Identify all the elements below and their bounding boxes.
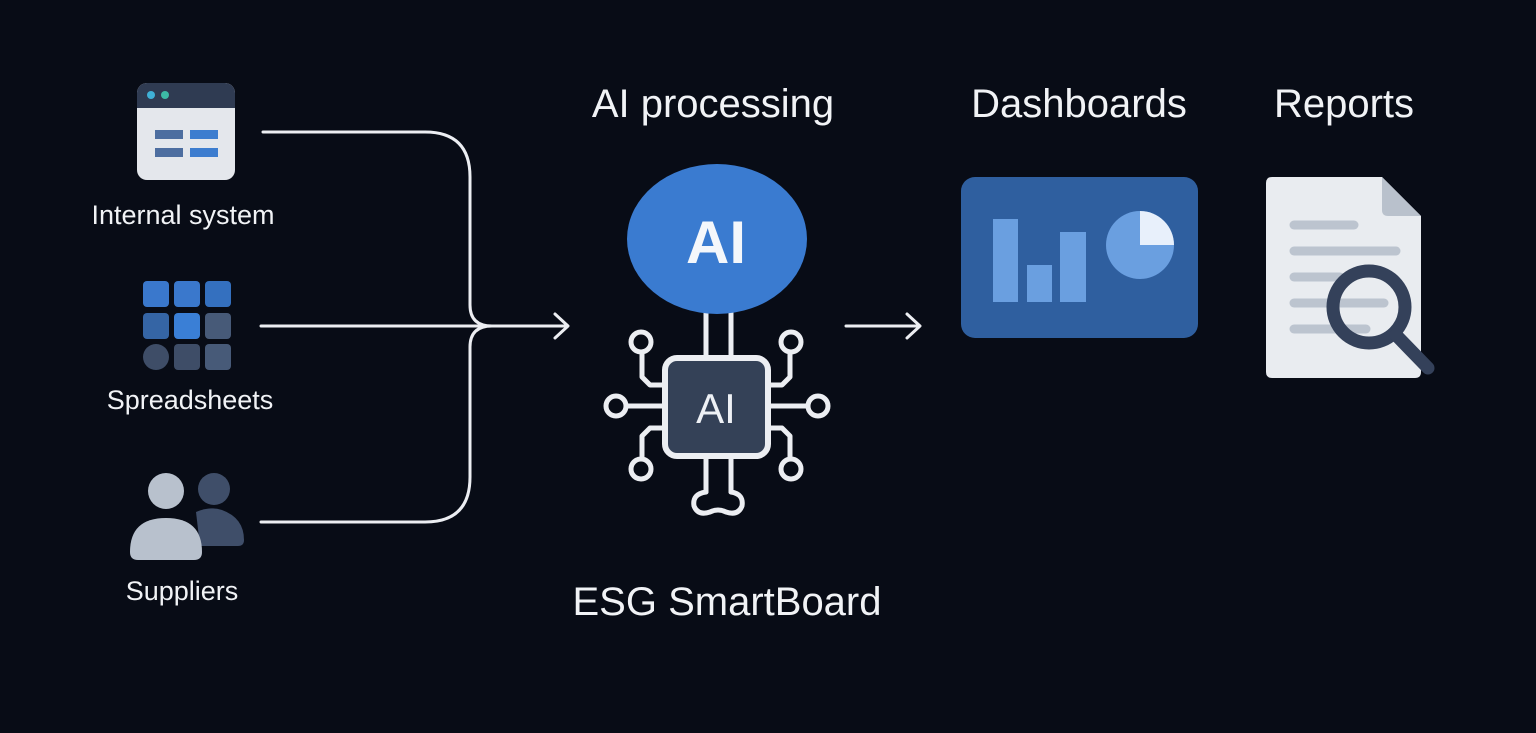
ai-badge <box>627 164 807 314</box>
connector-internal-system <box>261 130 494 328</box>
ai-chip-text: AI <box>696 385 736 432</box>
dashboard-pie-slice <box>1140 211 1174 245</box>
arrowhead-to-outputs <box>905 312 922 340</box>
source-label: Spreadsheets <box>106 385 274 415</box>
dashboard-bar-1 <box>993 219 1018 302</box>
ai-processing-caption: ESG SmartBoard <box>572 580 882 624</box>
source-label: Suppliers <box>125 576 239 606</box>
source-label: Internal system <box>91 200 275 230</box>
connector-suppliers <box>259 324 494 524</box>
magnifier-icon <box>1326 264 1435 375</box>
dashboard-bar-2 <box>1027 265 1052 302</box>
arrowhead-to-ai <box>553 312 570 340</box>
reports-heading: Reports <box>1273 82 1415 126</box>
dashboards-heading: Dashboards <box>971 82 1187 126</box>
dashboard-bar-3 <box>1060 232 1086 302</box>
ai-badge-text: AI <box>686 209 746 276</box>
ai-processing-heading: AI processing <box>591 82 835 126</box>
